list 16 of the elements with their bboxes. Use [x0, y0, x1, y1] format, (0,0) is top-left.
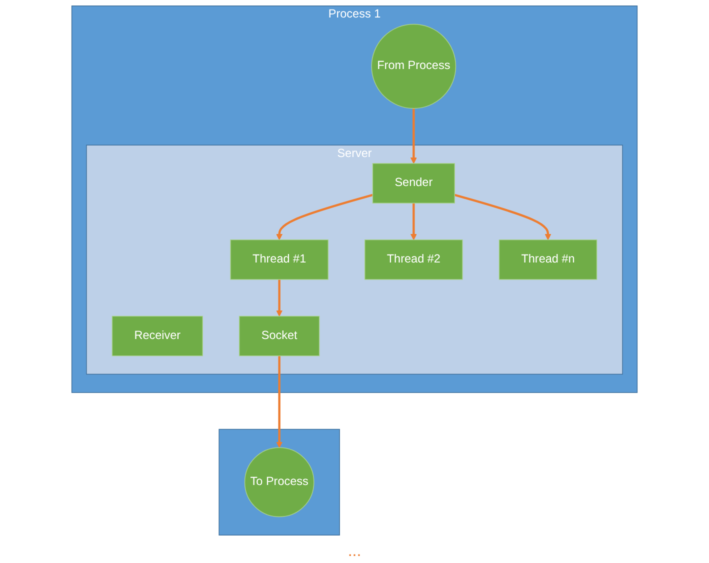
node-box: Receiver	[112, 316, 203, 356]
arrow	[454, 194, 552, 240]
node-circle: From Process	[371, 24, 456, 109]
arrow	[276, 194, 373, 240]
node-box: Sender	[372, 163, 455, 204]
arrow	[276, 356, 283, 448]
cluster	[218, 428, 340, 536]
node-box: Socket	[238, 316, 320, 356]
node-circle: To Process	[244, 447, 314, 518]
ellipsis-label: ...	[348, 543, 362, 560]
arrow	[276, 279, 283, 316]
node-box: Thread #2	[364, 239, 463, 280]
arrow	[410, 108, 417, 164]
node-box: Thread #n	[498, 239, 598, 280]
arrow	[410, 203, 417, 240]
node-box: Thread #1	[230, 239, 328, 280]
